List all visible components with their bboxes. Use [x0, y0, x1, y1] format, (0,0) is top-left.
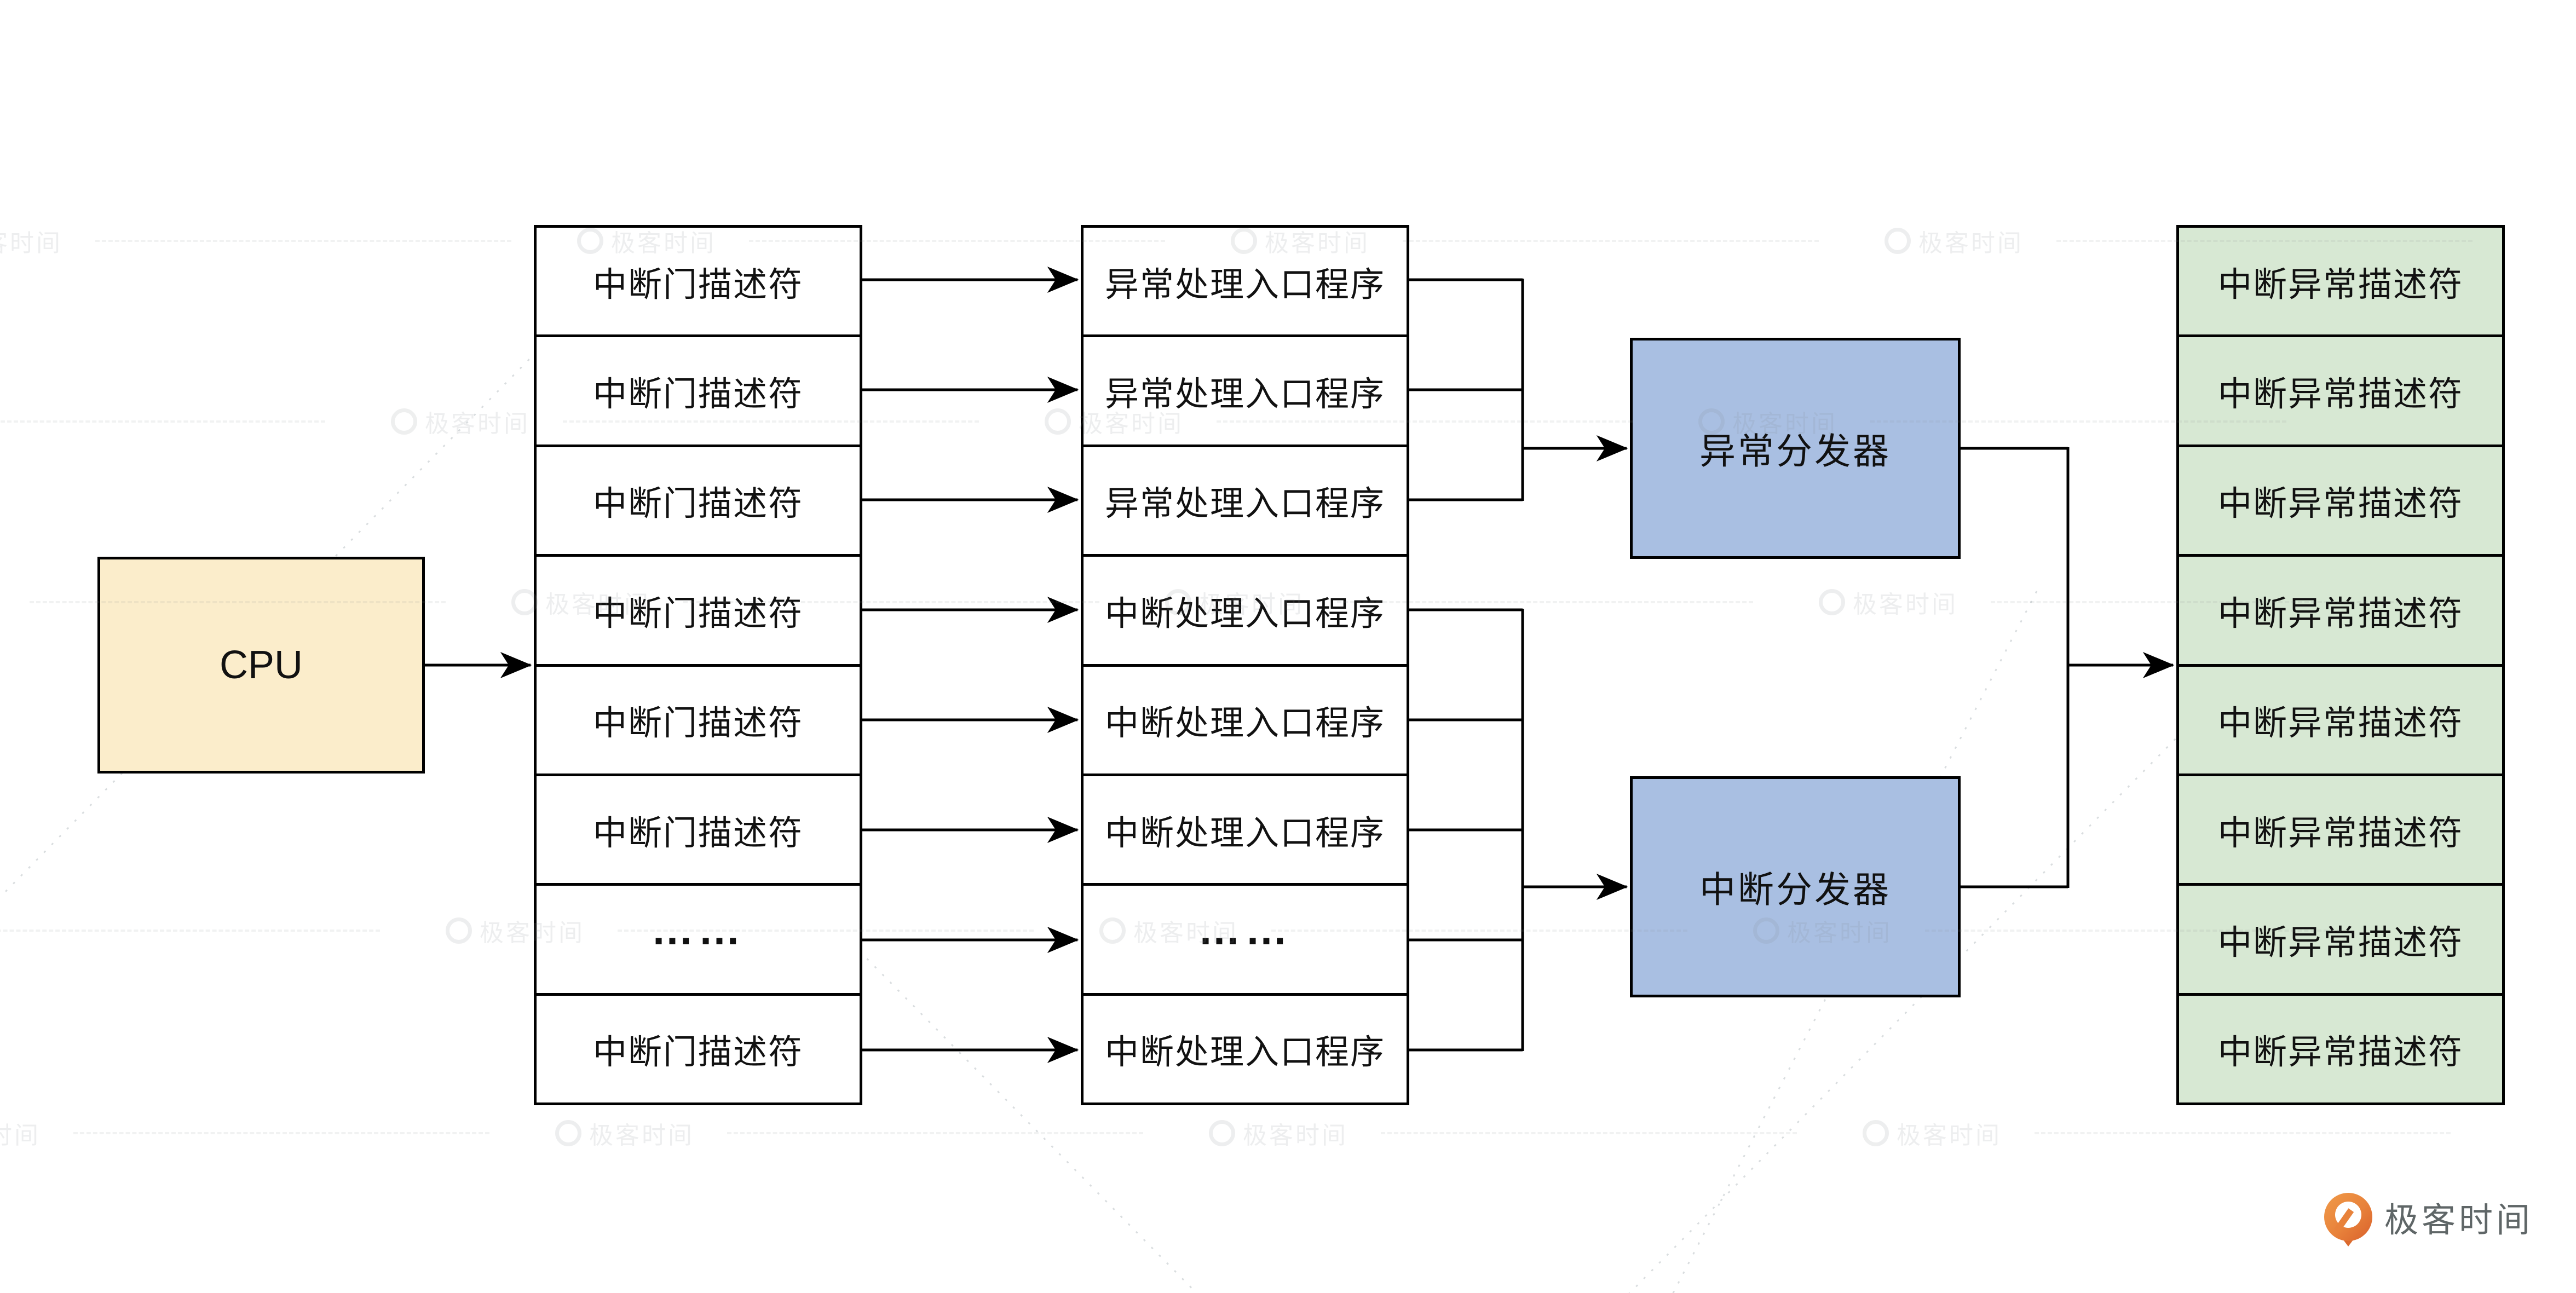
handler-row-label: 异常处理入口程序 — [1104, 485, 1385, 523]
handler-row-label: …… — [1198, 905, 1292, 954]
idt-row: 中断门描述符 — [537, 444, 860, 554]
gate-descriptor-column: 中断异常描述符 中断异常描述符 中断异常描述符 中断异常描述符 中断异常描述符 … — [2176, 225, 2505, 1105]
handler-row-label: 中断处理入口程序 — [1104, 705, 1385, 743]
gate-row: 中断异常描述符 — [2179, 444, 2502, 554]
cpu-box: CPU — [97, 557, 425, 774]
idt-row: 中断门描述符 — [537, 663, 860, 774]
gate-row: 中断异常描述符 — [2179, 334, 2502, 444]
idt-row: 中断门描述符 — [537, 773, 860, 883]
gate-row-label: 中断异常描述符 — [2217, 376, 2463, 414]
exception-dispatcher-box: 异常分发器 — [1630, 338, 1961, 559]
cpu-label: CPU — [219, 643, 303, 687]
idt-row-label: 中断门描述符 — [592, 376, 803, 414]
gate-row-label: 中断异常描述符 — [2217, 485, 2463, 523]
handler-row: 异常处理入口程序 — [1084, 444, 1407, 554]
geektime-brand: 极客时间 — [2324, 1192, 2534, 1246]
idt-row-label: …… — [651, 905, 745, 954]
gate-row: 中断异常描述符 — [2179, 992, 2502, 1102]
gate-row-label: 中断异常描述符 — [2217, 705, 2463, 743]
handler-row: 中断处理入口程序 — [1084, 554, 1407, 663]
idt-row: 中断门描述符 — [537, 334, 860, 444]
interrupt-dispatcher-box: 中断分发器 — [1630, 776, 1961, 997]
gate-row: 中断异常描述符 — [2179, 773, 2502, 883]
gate-row-label: 中断异常描述符 — [2217, 1034, 2463, 1072]
exception-dispatcher-label: 异常分发器 — [1699, 431, 1891, 471]
idt-row-label: 中断门描述符 — [592, 814, 803, 852]
idt-row-label: 中断门描述符 — [592, 485, 803, 523]
handler-row: 中断处理入口程序 — [1084, 773, 1407, 883]
handler-row: 异常处理入口程序 — [1084, 334, 1407, 444]
idt-row-ellipsis: …… — [537, 883, 860, 992]
gate-row-label: 中断异常描述符 — [2217, 265, 2463, 304]
handler-row-label: 中断处理入口程序 — [1104, 594, 1385, 633]
gate-row: 中断异常描述符 — [2179, 228, 2502, 334]
idt-row-label: 中断门描述符 — [592, 705, 803, 743]
gate-row: 中断异常描述符 — [2179, 554, 2502, 663]
idt-row: 中断门描述符 — [537, 554, 860, 663]
gate-row-label: 中断异常描述符 — [2217, 923, 2463, 962]
geektime-logo-icon — [2324, 1193, 2372, 1246]
idt-row-label: 中断门描述符 — [592, 1034, 803, 1072]
gate-row-label: 中断异常描述符 — [2217, 814, 2463, 852]
idt-row-label: 中断门描述符 — [592, 265, 803, 304]
idt-column: 中断门描述符 中断门描述符 中断门描述符 中断门描述符 中断门描述符 中断门描述… — [534, 225, 862, 1105]
gate-row-label: 中断异常描述符 — [2217, 594, 2463, 633]
gate-row: 中断异常描述符 — [2179, 663, 2502, 774]
handler-row: 异常处理入口程序 — [1084, 228, 1407, 334]
handler-row-label: 异常处理入口程序 — [1104, 376, 1385, 414]
interrupt-dispatcher-label: 中断分发器 — [1699, 869, 1891, 910]
idt-row: 中断门描述符 — [537, 228, 860, 334]
handler-row: 中断处理入口程序 — [1084, 992, 1407, 1102]
gate-row: 中断异常描述符 — [2179, 883, 2502, 992]
brand-wordmark: 极客时间 — [2384, 1202, 2534, 1239]
handler-row-label: 异常处理入口程序 — [1104, 265, 1385, 304]
handler-row: 中断处理入口程序 — [1084, 663, 1407, 774]
handler-row-label: 中断处理入口程序 — [1104, 814, 1385, 852]
idt-row: 中断门描述符 — [537, 992, 860, 1102]
handler-column: 异常处理入口程序 异常处理入口程序 异常处理入口程序 中断处理入口程序 中断处理… — [1081, 225, 1409, 1105]
handler-row-ellipsis: …… — [1084, 883, 1407, 992]
handler-row-label: 中断处理入口程序 — [1104, 1034, 1385, 1072]
idt-row-label: 中断门描述符 — [592, 594, 803, 633]
